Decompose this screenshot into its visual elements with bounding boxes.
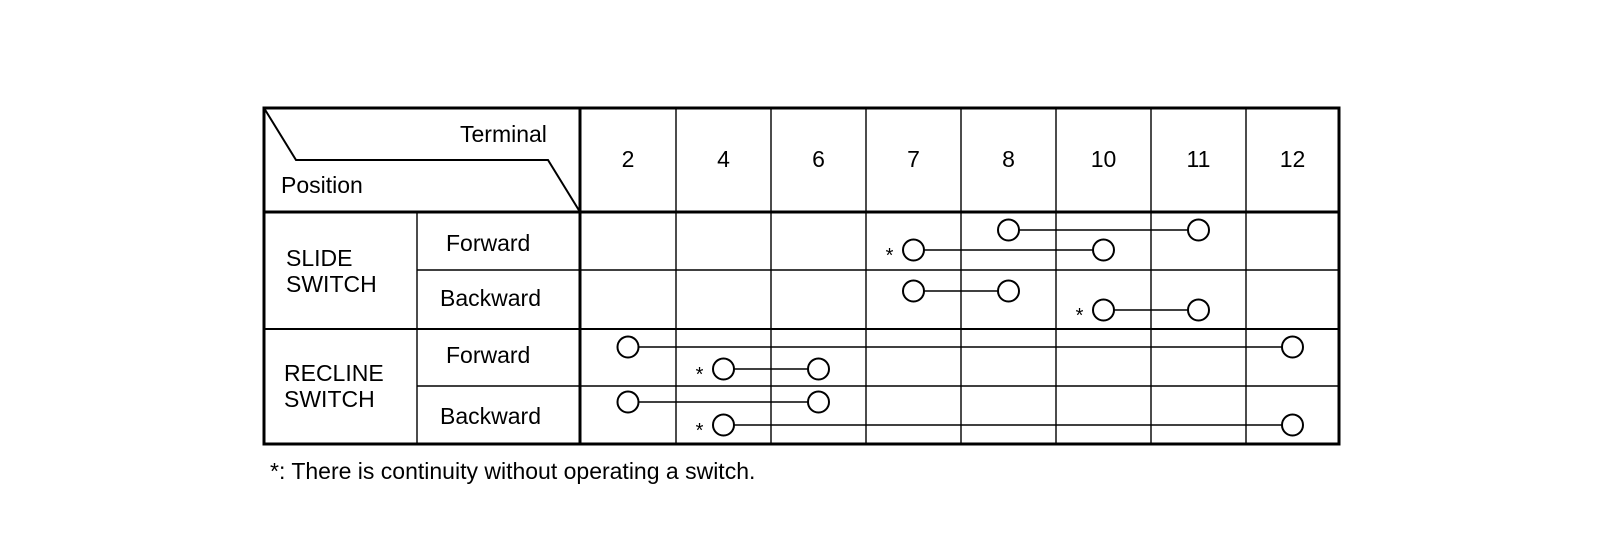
- terminal-node: [997, 279, 1020, 303]
- header-terminal-label: Terminal: [460, 121, 547, 147]
- position-label-1-1: Backward: [440, 403, 541, 429]
- continuity-link-4-6: *: [696, 357, 830, 386]
- table-frame: [262, 106, 1341, 446]
- terminal-node: [1092, 238, 1115, 262]
- continuity-link-2-6: [616, 390, 830, 414]
- group-name-0-line-0: SLIDE: [286, 245, 352, 271]
- terminal-label-2: 2: [622, 146, 635, 172]
- header-diagonal: [263, 107, 581, 213]
- terminal-label-8: 8: [1002, 146, 1015, 172]
- continuity-link-2-12: [616, 335, 1304, 359]
- footnote: *: There is continuity without operating…: [270, 458, 756, 484]
- terminal-node: [712, 413, 735, 437]
- terminal-node: [1281, 413, 1304, 437]
- continuity-link-8-11: [997, 218, 1210, 242]
- terminal-node: [807, 357, 830, 381]
- terminal-node: [997, 218, 1020, 242]
- terminal-node: [712, 357, 735, 381]
- terminal-label-4: 4: [717, 146, 730, 172]
- asterisk-mark: *: [1076, 305, 1084, 327]
- header-position-label: Position: [281, 172, 363, 198]
- terminal-label-12: 12: [1280, 146, 1306, 172]
- continuity-links: * * * *: [616, 218, 1304, 442]
- terminal-node: [902, 238, 925, 262]
- group-name-0-line-1: SWITCH: [286, 271, 377, 297]
- terminal-node: [1281, 335, 1304, 359]
- position-label-0-1: Backward: [440, 285, 541, 311]
- terminal-label-7: 7: [907, 146, 920, 172]
- asterisk-mark: *: [696, 364, 704, 386]
- position-label-0-0: Forward: [446, 230, 530, 256]
- group-name-1-line-0: RECLINE: [284, 360, 384, 386]
- terminal-node: [1187, 218, 1210, 242]
- terminal-node: [616, 335, 640, 359]
- terminal-node: [1187, 298, 1210, 322]
- terminal-node: [1092, 298, 1115, 322]
- terminal-label-6: 6: [812, 146, 825, 172]
- terminal-label-10: 10: [1091, 146, 1117, 172]
- continuity-link-4-12: *: [696, 413, 1304, 442]
- continuity-link-7-10: *: [886, 238, 1115, 267]
- asterisk-mark: *: [696, 420, 704, 442]
- terminal-label-11: 11: [1187, 146, 1211, 172]
- position-label-1-0: Forward: [446, 342, 530, 368]
- terminal-node: [807, 390, 830, 414]
- asterisk-mark: *: [886, 245, 894, 267]
- table-grid: [262, 106, 1341, 446]
- terminal-node: [616, 390, 640, 414]
- group-name-1-line-1: SWITCH: [284, 386, 375, 412]
- continuity-link-10-11: *: [1076, 298, 1210, 327]
- terminal-node: [902, 279, 925, 303]
- continuity-link-7-8: [902, 279, 1020, 303]
